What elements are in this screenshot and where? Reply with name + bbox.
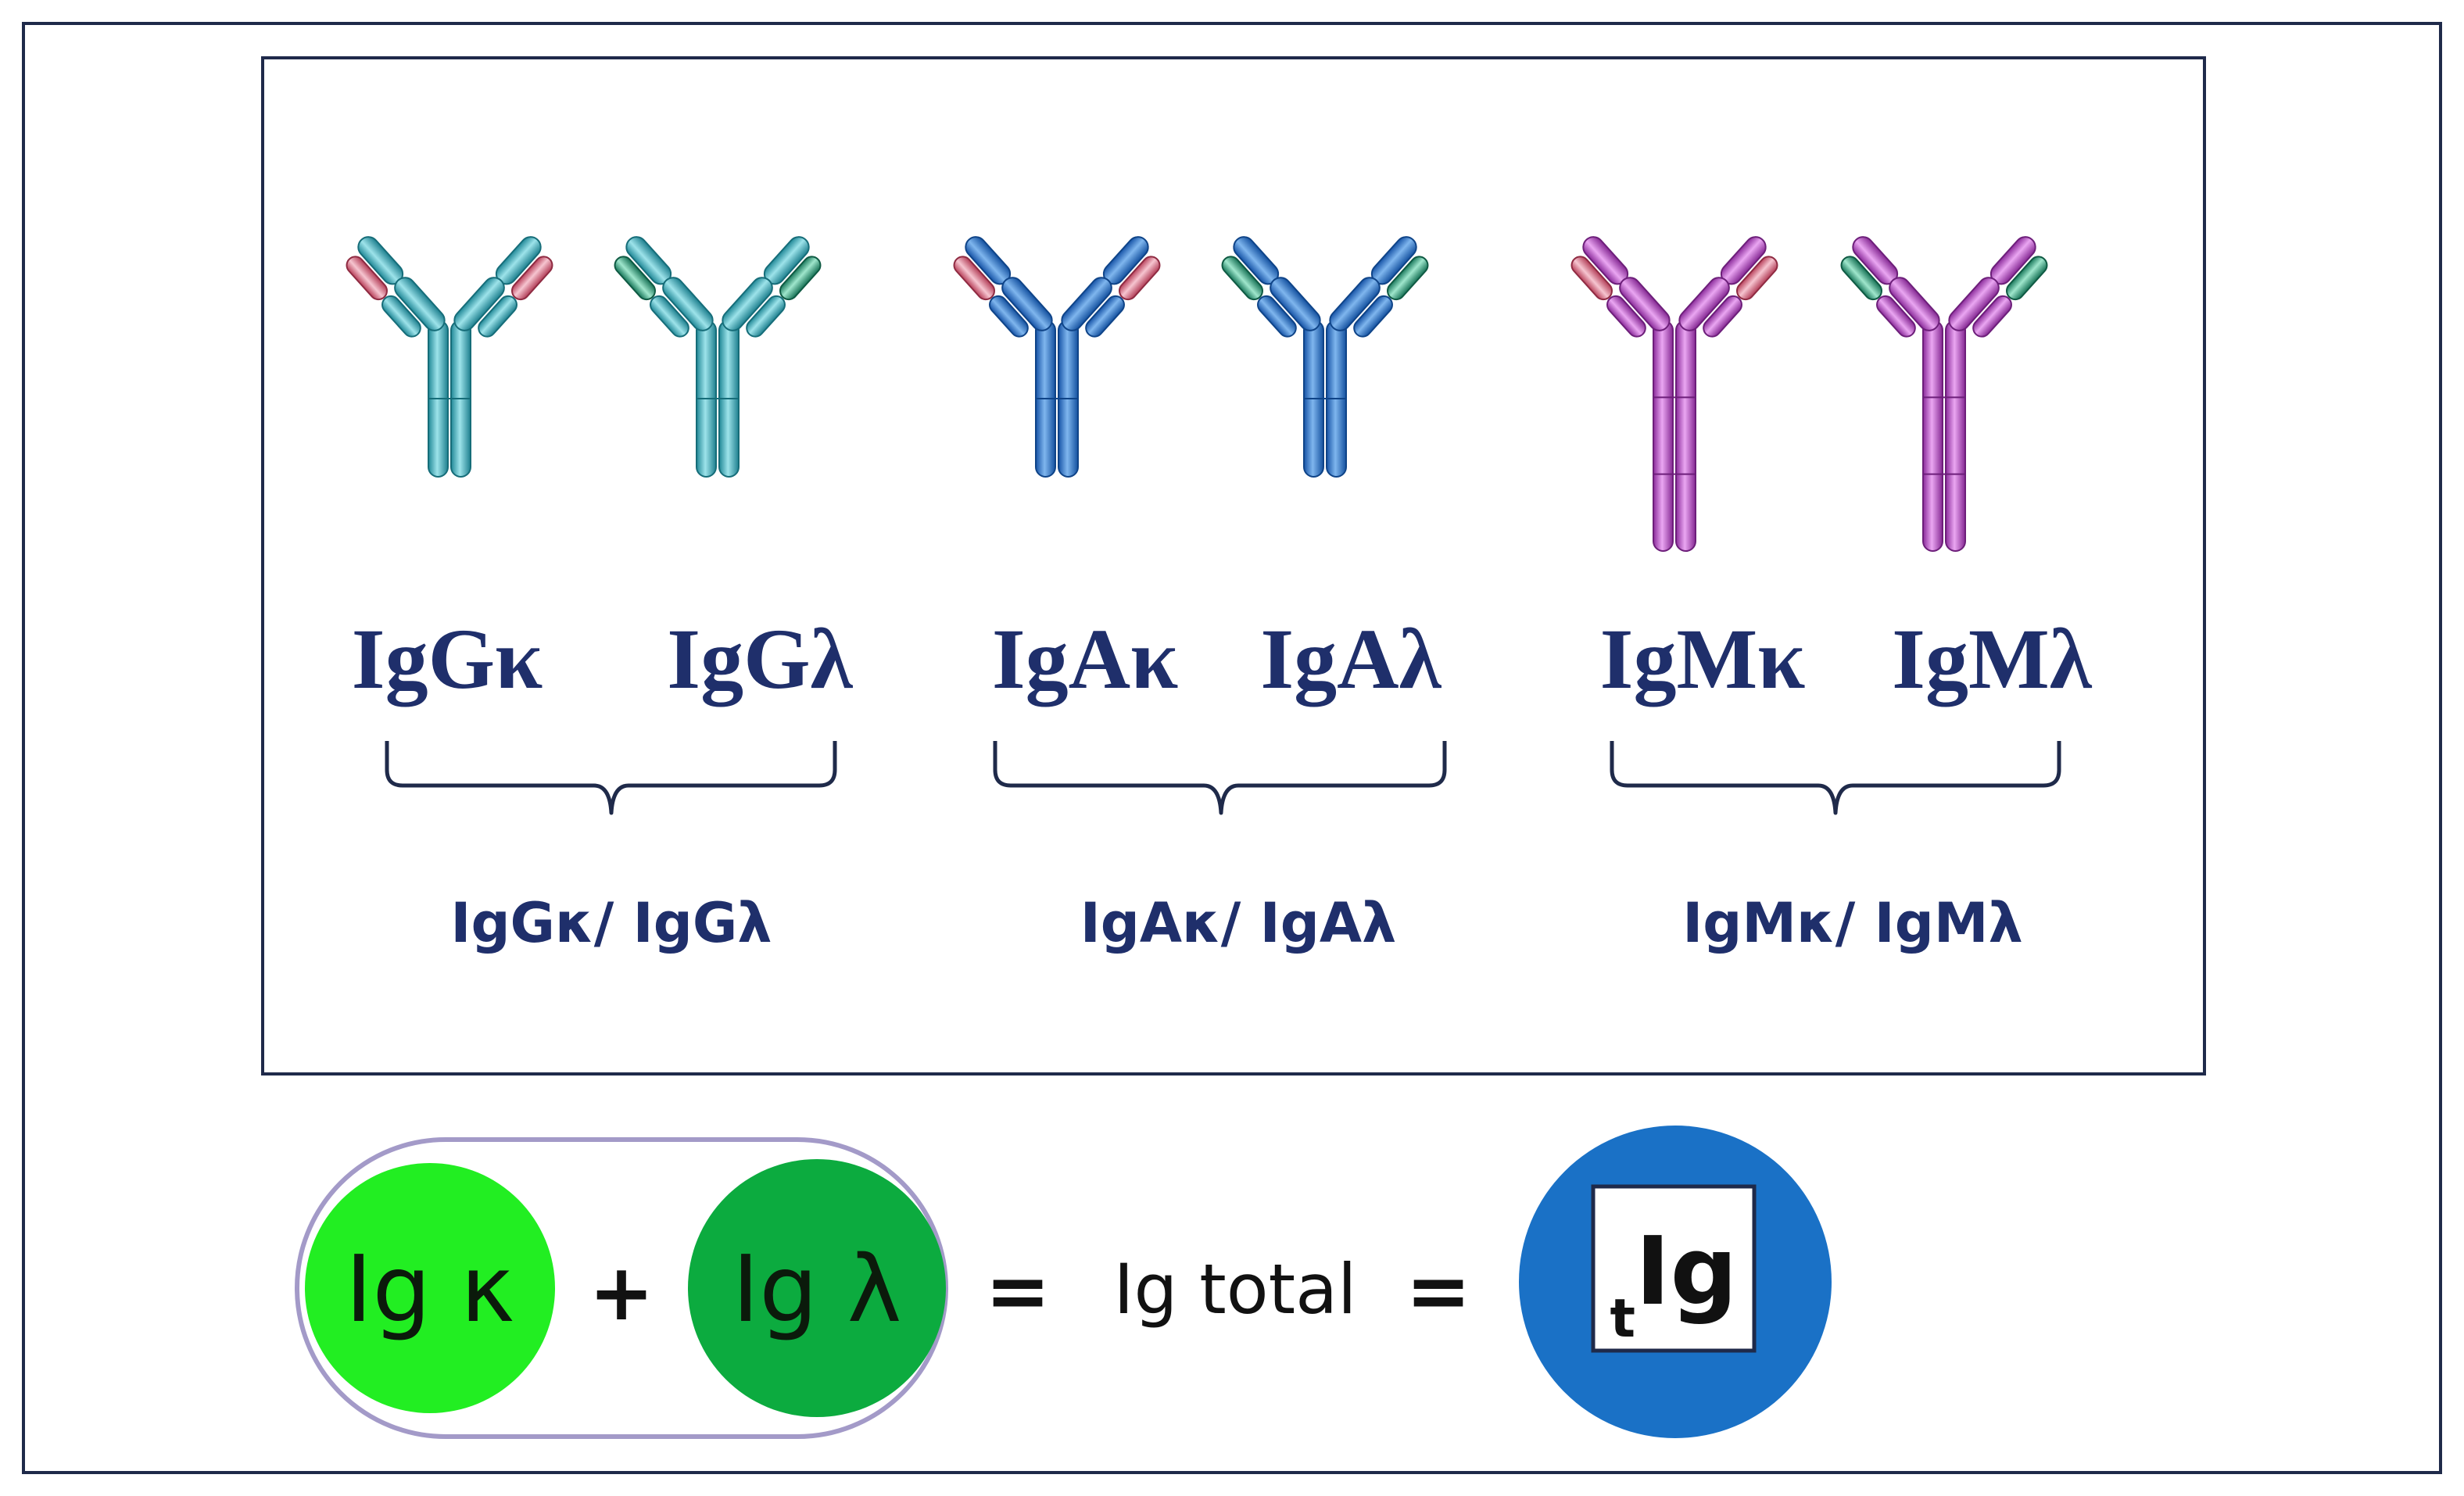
hinge — [1054, 319, 1060, 325]
equals-sign-1: = — [985, 1245, 1051, 1337]
left-arm — [1221, 236, 1321, 338]
heavy-chain-arm — [1889, 277, 1940, 331]
label-iggl: IgGλ — [667, 611, 853, 707]
light-chain — [1221, 256, 1263, 301]
antibody-icons — [346, 236, 2048, 552]
light-chain-constant — [1876, 295, 1916, 338]
brace-iga — [993, 741, 1447, 815]
left-arm — [1840, 236, 1940, 338]
brace-igm — [1610, 741, 2061, 815]
heavy-chain-arm — [1001, 277, 1053, 331]
heavy-chain-arm — [662, 277, 714, 331]
heavy-chain-arm — [1329, 277, 1381, 331]
kappa-label: Ig κ — [346, 1235, 515, 1343]
lambda-circle — [688, 1159, 946, 1417]
antibody-labels: IgGκ IgGλ IgAκ IgAλ IgMκ IgMλ — [352, 611, 2093, 707]
hinge — [714, 319, 721, 325]
ratio-iga: IgAκ/ IgAλ — [1080, 891, 1397, 955]
light-chain-constant — [650, 295, 689, 338]
light-chain — [779, 256, 822, 301]
grouping-braces — [385, 741, 2061, 815]
heavy-chain-arm — [1270, 277, 1321, 331]
heavy-chain-stem — [1675, 320, 1696, 552]
right-arm — [453, 236, 553, 338]
antibody-igm-kappa — [1570, 236, 1778, 552]
heavy-chain-arm — [1948, 277, 2000, 331]
total-ig-subscript: t — [1610, 1288, 1635, 1350]
ratio-labels: IgGκ/ IgGλ IgAκ/ IgAλ IgMκ/ IgMλ — [450, 891, 2022, 955]
hinge — [1322, 319, 1328, 325]
label-igak: IgAκ — [992, 611, 1178, 707]
antibody-iga-kappa — [953, 236, 1161, 478]
antibody-igg-kappa — [346, 236, 553, 478]
light-chain-constant — [1353, 295, 1393, 338]
light-chain — [1570, 256, 1613, 301]
hinge — [1671, 319, 1678, 325]
antibody-iga-lambda — [1221, 236, 1429, 478]
hinge — [1941, 319, 1947, 325]
heavy-chain-arm — [1061, 277, 1112, 331]
left-arm — [953, 236, 1053, 338]
left-arm — [1570, 236, 1671, 338]
label-igmk: IgMκ — [1600, 611, 1806, 707]
heavy-chain-arm — [1678, 277, 1730, 331]
heavy-chain-arm — [394, 277, 446, 331]
kappa-circle — [305, 1163, 555, 1413]
heavy-chain-arm — [722, 277, 773, 331]
light-chain — [1387, 256, 1429, 301]
right-arm — [1329, 236, 1429, 338]
light-chain — [614, 256, 656, 301]
ratio-igg: IgGκ/ IgGλ — [450, 891, 772, 955]
right-arm — [1061, 236, 1161, 338]
plus-sign: + — [589, 1247, 654, 1338]
total-ig-main: Ig — [1635, 1218, 1738, 1326]
left-arm — [614, 236, 714, 338]
equals-sign-2: = — [1406, 1245, 1471, 1337]
light-chain-constant — [989, 295, 1029, 338]
brace-igg — [385, 741, 837, 815]
antibody-igm-lambda — [1840, 236, 2048, 552]
light-chain — [346, 256, 388, 301]
light-chain — [1840, 256, 1882, 301]
right-arm — [1948, 236, 2048, 338]
light-chain-constant — [1085, 295, 1125, 338]
light-chain — [1736, 256, 1778, 301]
light-chain-constant — [1703, 295, 1742, 338]
right-arm — [722, 236, 822, 338]
light-chain — [1119, 256, 1161, 301]
heavy-chain-stem — [1945, 320, 1966, 552]
left-arm — [346, 236, 446, 338]
label-iggk: IgGκ — [352, 611, 543, 707]
total-ig-symbol: tIg — [1610, 1218, 1737, 1350]
label-igal: IgAλ — [1260, 611, 1442, 707]
total-ig-box — [1591, 1184, 1757, 1353]
light-chain-constant — [478, 295, 518, 338]
label-igml: IgMλ — [1892, 611, 2093, 707]
antibody-panel — [261, 56, 2206, 1075]
lambda-label: Ig λ — [732, 1235, 901, 1343]
hinge — [446, 319, 453, 325]
heavy-chain-stem — [1653, 320, 1674, 552]
heavy-chain-arm — [453, 277, 505, 331]
ig-total-text: Ig total — [1113, 1249, 1356, 1330]
light-chain — [2006, 256, 2048, 301]
light-chain-constant — [1606, 295, 1646, 338]
light-chain-constant — [1257, 295, 1297, 338]
heavy-chain-stem — [1922, 320, 1943, 552]
light-chain-constant — [1972, 295, 2012, 338]
light-chain-constant — [746, 295, 786, 338]
right-arm — [1678, 236, 1778, 338]
ratio-igm: IgMκ/ IgMλ — [1682, 891, 2023, 955]
light-chain — [511, 256, 553, 301]
heavy-chain-arm — [1619, 277, 1671, 331]
light-chain-constant — [381, 295, 421, 338]
antibody-igg-lambda — [614, 236, 822, 478]
light-chain — [953, 256, 995, 301]
